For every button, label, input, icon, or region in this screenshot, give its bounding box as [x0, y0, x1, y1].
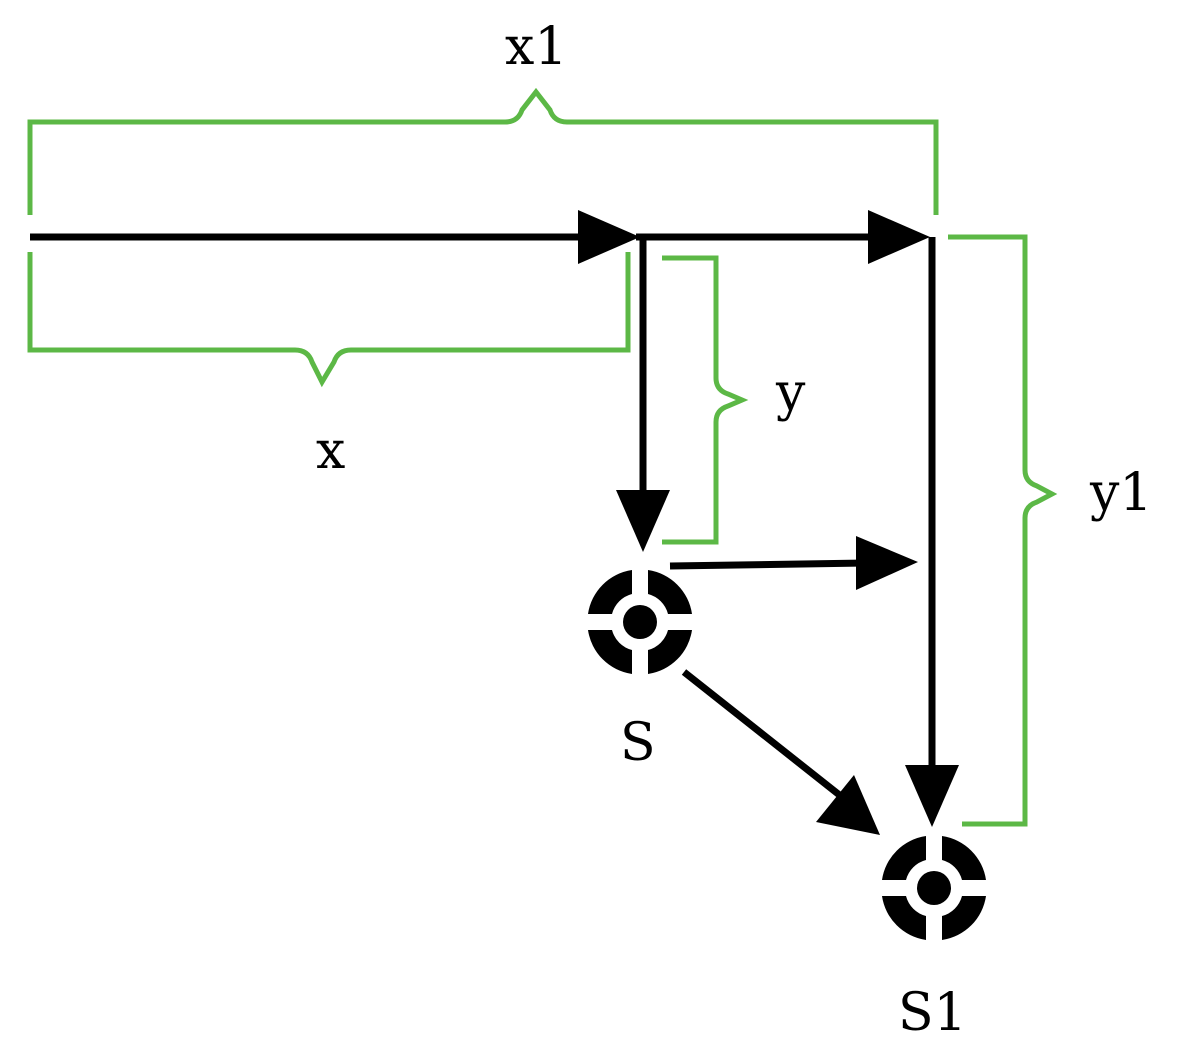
crosshair-target-icon-s	[588, 570, 692, 674]
label-s1: S1	[898, 983, 967, 1043]
arrow-down-to-s1	[905, 237, 959, 827]
arrow-s-right	[669, 536, 918, 590]
label-y1: y1	[1089, 463, 1152, 523]
arrow-top-first-segment	[30, 210, 640, 264]
brace-x	[27, 252, 631, 388]
label-y: y	[775, 363, 806, 423]
brace-y	[662, 255, 749, 545]
crosshair-target-icon-s1	[882, 836, 986, 940]
label-x: x	[316, 421, 345, 481]
label-s: S	[620, 713, 656, 773]
arrow-down-to-s	[616, 237, 670, 552]
label-x1: x1	[505, 17, 567, 77]
arrow-top-second-segment	[636, 210, 930, 264]
brace-y1	[948, 234, 1058, 827]
brace-x1	[27, 87, 939, 215]
arrow-s-to-s1	[681, 669, 880, 835]
